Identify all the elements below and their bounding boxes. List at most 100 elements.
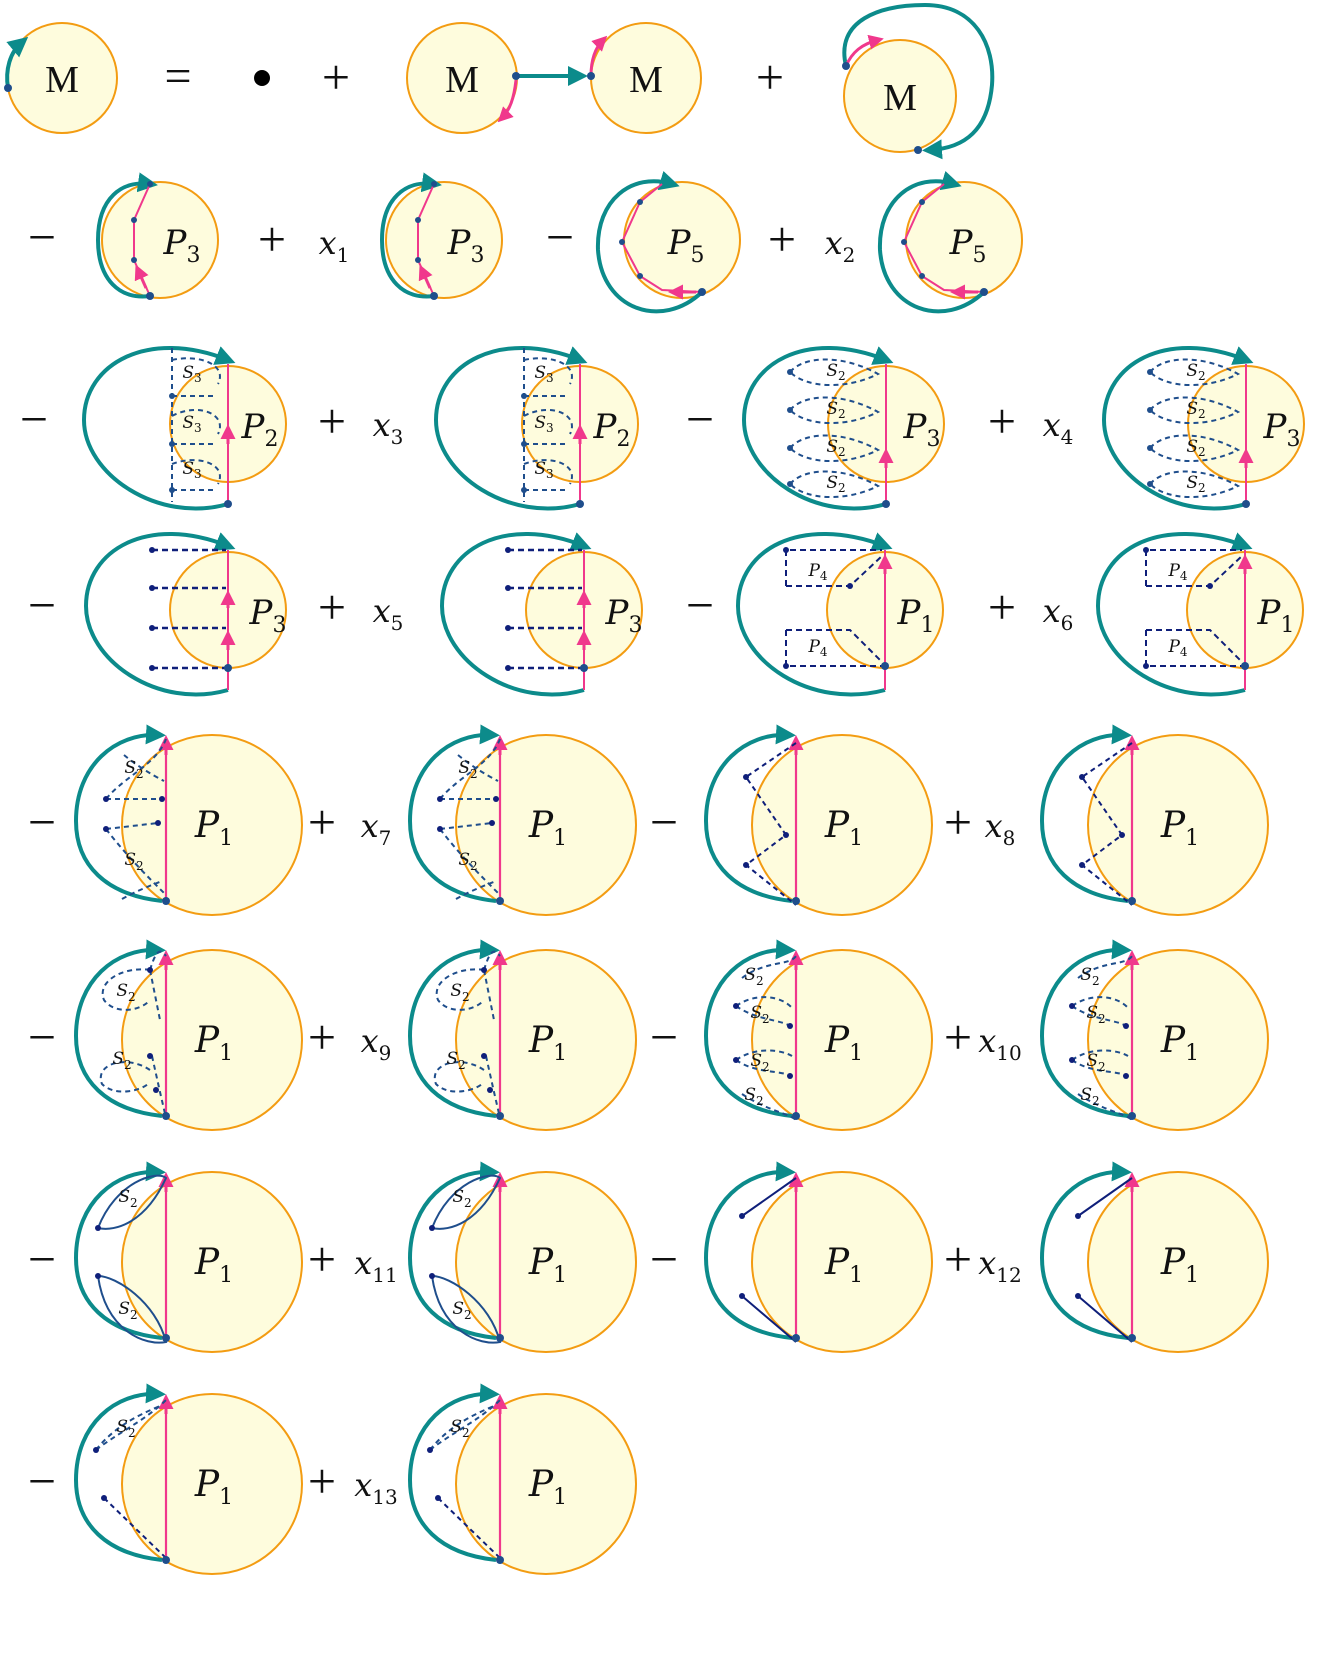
vertex-dot [580,664,588,672]
dashed-lobes [789,358,881,498]
row-1: M = + M M + M [4,2,995,160]
p-label: P1 [824,1242,863,1288]
m-label: M [883,77,917,119]
vertex-dot [792,1112,800,1120]
coef: x4 [1043,406,1074,449]
row-4: − P3 + x5 P [28,531,1304,697]
s-label: S2 [1186,473,1205,495]
p-label: P1 [1257,593,1295,638]
vertex-dot [1128,1112,1136,1120]
vertex-dot [437,796,443,802]
vertex-dot [437,826,443,832]
teal-arc [407,1383,500,1562]
vertex-dot [430,292,438,300]
vertex-dot [149,665,155,671]
teal-arc [595,170,704,314]
vertex-dot [792,1334,800,1342]
m-label: M [445,59,479,101]
coef: x1 [319,224,350,267]
coef: x3 [373,406,404,449]
row-3: − S3 S3 S3 P2 + x3 [20,345,1305,511]
s-label: S3 [182,459,201,481]
p-label: P1 [194,1020,233,1066]
s-label: S3 [534,413,553,435]
s-label: S2 [116,1417,135,1440]
vertex-dot [1075,1293,1081,1299]
s-label: S2 [1080,1085,1099,1108]
op-minus: − [686,577,714,633]
dashed-lobe [95,1399,167,1451]
vertex-dot [512,72,520,80]
p-label: P5 [949,223,987,268]
vertex-dot [162,1334,170,1342]
vertex-dot [159,796,165,802]
vertex-dot [169,393,175,399]
op-minus: − [28,209,56,265]
p-label: P1 [528,1020,567,1066]
vertex-dot [914,146,922,154]
dashed-lobes [1071,955,1133,1121]
teal-loop-arrow [842,2,995,160]
coef: x5 [373,592,404,635]
vertex-dot [842,62,850,70]
teal-loop [81,345,236,511]
teal-stub-arrow [5,36,29,89]
teal-arc [703,939,796,1118]
vertex-dot [1147,481,1153,487]
vertex-dot [783,547,789,553]
dashed-lobes [171,357,221,485]
teal-arc [73,939,166,1118]
teal-arc [407,724,500,903]
vertex-dot [1079,774,1085,780]
dashed-lobes [1149,358,1241,498]
s-label: S2 [116,981,135,1004]
p1-diagram: P1 [703,724,933,916]
p-label: P1 [1160,1020,1199,1066]
vertex-dot [787,445,793,451]
op-minus: − [28,1009,56,1065]
s-label: S2 [1186,437,1205,459]
coef: x10 [978,1022,1022,1065]
vertex-dot [427,1447,433,1453]
vertex-dot [224,500,232,508]
vertex-dot [1147,445,1153,451]
vertex-dot [787,1023,793,1029]
vertex-dot [505,665,511,671]
vertex-dot [95,1225,101,1231]
p-disk [385,181,503,299]
dashed-rungs [171,348,214,502]
p-label: P1 [897,593,935,638]
vertex-dot [429,1273,435,1279]
p3-diagram: P3 [379,172,503,300]
dashed-lobes [99,950,167,1119]
s-label: S2 [826,361,845,383]
teal-arc [407,1161,500,1340]
op-minus: − [650,794,678,850]
term: −P1 [650,724,933,916]
vertex-dot [169,487,175,493]
p3-diagram: P3 [95,172,219,300]
vertex-dot [637,199,643,205]
vertex-dot [431,181,437,187]
vertex-dot [162,897,170,905]
vertex-dot [93,1447,99,1453]
p5-diagram: P5 [595,170,741,314]
s-label: S3 [534,459,553,481]
p-label: P1 [824,1020,863,1066]
vertex-dot [1147,369,1153,375]
p3-ladder-diagram: P3 [439,531,643,697]
s-label: P4 [807,637,827,659]
s-label: S2 [452,1299,471,1322]
point-term [254,70,270,86]
